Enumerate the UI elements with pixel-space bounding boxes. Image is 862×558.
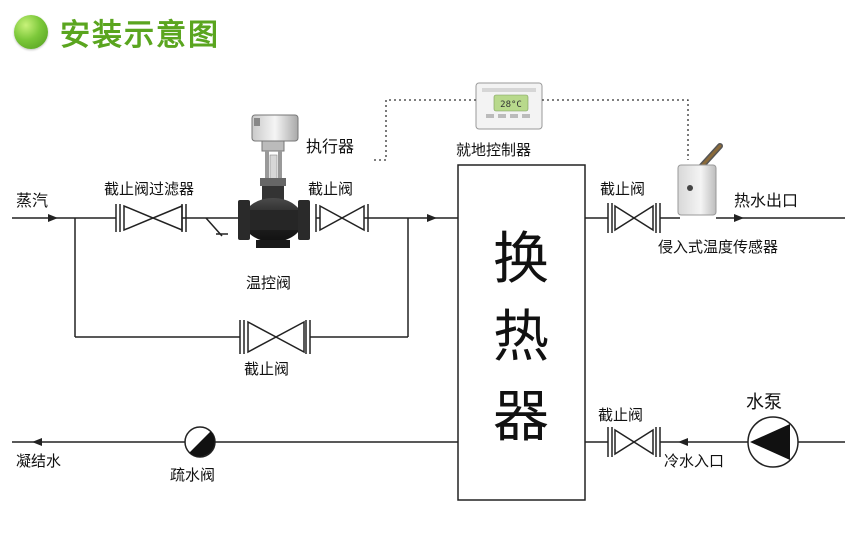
label-bypass-valve: 截止阀 xyxy=(244,360,289,378)
hx-inlet-arrow-icon xyxy=(427,214,437,222)
label-inlet-valve: 截止阀 xyxy=(598,406,643,424)
inlet-valve xyxy=(607,427,661,457)
steam-arrow-icon xyxy=(48,214,58,222)
heat-exchanger: 换 热 器 xyxy=(457,164,586,501)
bypass-valve xyxy=(239,320,311,354)
label-steam: 蒸汽 xyxy=(16,191,48,210)
inlet-arrow-icon xyxy=(678,438,688,446)
flow-arrows xyxy=(32,214,744,446)
signal-wires xyxy=(374,99,689,161)
green-bullet-icon xyxy=(14,15,48,49)
label-condensate: 凝结水 xyxy=(16,452,61,470)
label-cold-water-inlet: 冷水入口 xyxy=(664,452,724,470)
header: 安装示意图 xyxy=(14,12,220,53)
label-immersion-sensor: 侵入式温度传感器 xyxy=(658,238,778,256)
label-temp-control-valve: 温控阀 xyxy=(246,274,291,292)
outlet-valve xyxy=(607,203,661,233)
controller-display: 28°C xyxy=(500,100,522,110)
temp-control-valve xyxy=(238,114,310,248)
outlet-arrow-icon xyxy=(734,214,744,222)
strainer-valve xyxy=(115,204,187,232)
drain-valve-icon xyxy=(184,426,216,458)
hx-char-3: 器 xyxy=(493,385,549,450)
condensate-arrow-icon xyxy=(32,438,42,446)
label-drain-valve: 疏水阀 xyxy=(170,466,215,484)
label-actuator: 执行器 xyxy=(306,137,354,156)
label-hot-water-outlet: 热水出口 xyxy=(734,191,798,210)
label-valve-strainer: 截止阀过滤器 xyxy=(104,180,194,198)
page-title: 安装示意图 xyxy=(60,18,220,53)
hx-char-2: 热 xyxy=(493,305,549,370)
hx-char-1: 换 xyxy=(493,227,549,292)
pump-icon xyxy=(747,416,799,468)
globe-valve-top xyxy=(315,204,369,232)
strainer-icon xyxy=(205,217,228,237)
immersion-sensor xyxy=(677,143,723,216)
label-pump: 水泵 xyxy=(746,392,782,413)
label-globe-valve-top: 截止阀 xyxy=(308,180,353,198)
label-local-controller: 就地控制器 xyxy=(456,141,531,159)
labels: 蒸汽 截止阀过滤器 截止阀 执行器 温控阀 截止阀 就地控制器 截止阀 热水出口… xyxy=(16,137,798,484)
local-controller: 28°C xyxy=(475,82,543,130)
label-outlet-valve: 截止阀 xyxy=(600,180,645,198)
